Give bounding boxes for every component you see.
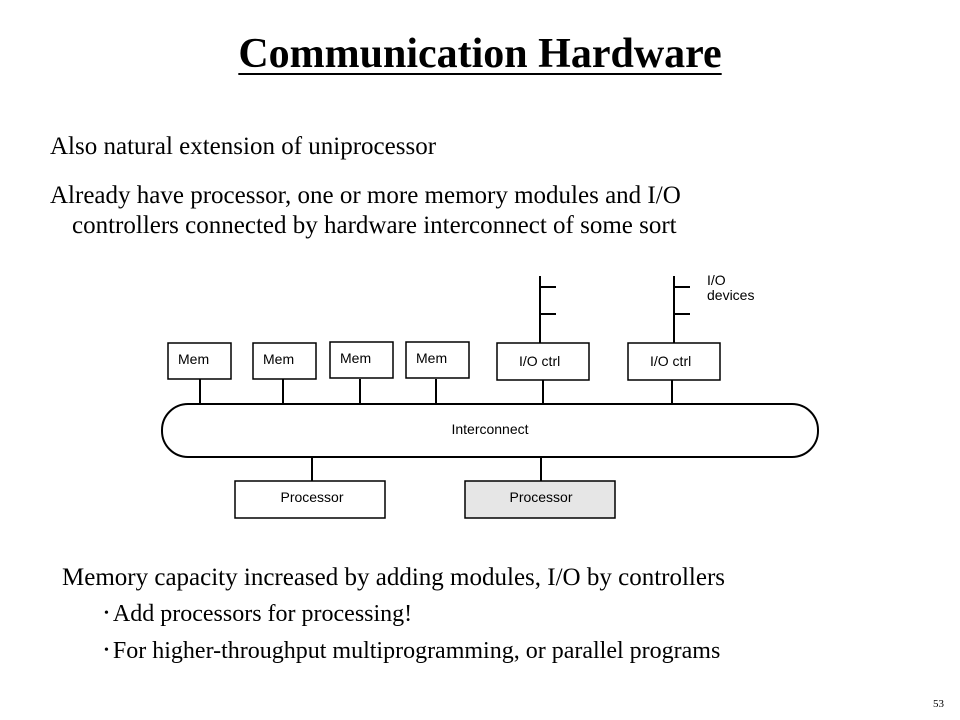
io-controller: I/O ctrl	[627, 342, 721, 381]
svg-text:I/O ctrl: I/O ctrl	[650, 353, 691, 369]
processor: Processor	[234, 480, 386, 519]
memory-module: Mem	[329, 341, 394, 379]
memory-module: Mem	[405, 341, 470, 379]
svg-text:Mem: Mem	[340, 350, 371, 366]
bullet-item: For higher-throughput multiprogramming, …	[104, 638, 720, 665]
intro-line-1: Also natural extension of uniprocessor	[50, 133, 437, 160]
svg-text:Mem: Mem	[263, 351, 294, 367]
io-devices-label: I/O devices	[707, 272, 754, 303]
svg-text:Processor: Processor	[509, 489, 572, 505]
intro-line-2a: Already have processor, one or more memo…	[50, 182, 681, 209]
memory-module: Mem	[252, 342, 317, 380]
interconnect-bus: Interconnect	[161, 403, 819, 458]
io-controller: I/O ctrl	[496, 342, 590, 381]
svg-text:Processor: Processor	[280, 489, 343, 505]
svg-text:Interconnect: Interconnect	[451, 421, 528, 437]
bullet-item: Add processors for processing!	[104, 601, 412, 628]
slide-title: Communication Hardware	[238, 31, 722, 77]
processor: Processor	[464, 480, 616, 519]
svg-text:I/O ctrl: I/O ctrl	[519, 353, 560, 369]
memory-module: Mem	[167, 342, 232, 380]
slide-number: 53	[933, 698, 944, 710]
summary-line: Memory capacity increased by adding modu…	[62, 564, 726, 591]
svg-text:Mem: Mem	[178, 351, 209, 367]
intro-line-2b: controllers connected by hardware interc…	[72, 212, 677, 239]
svg-text:Mem: Mem	[416, 350, 447, 366]
